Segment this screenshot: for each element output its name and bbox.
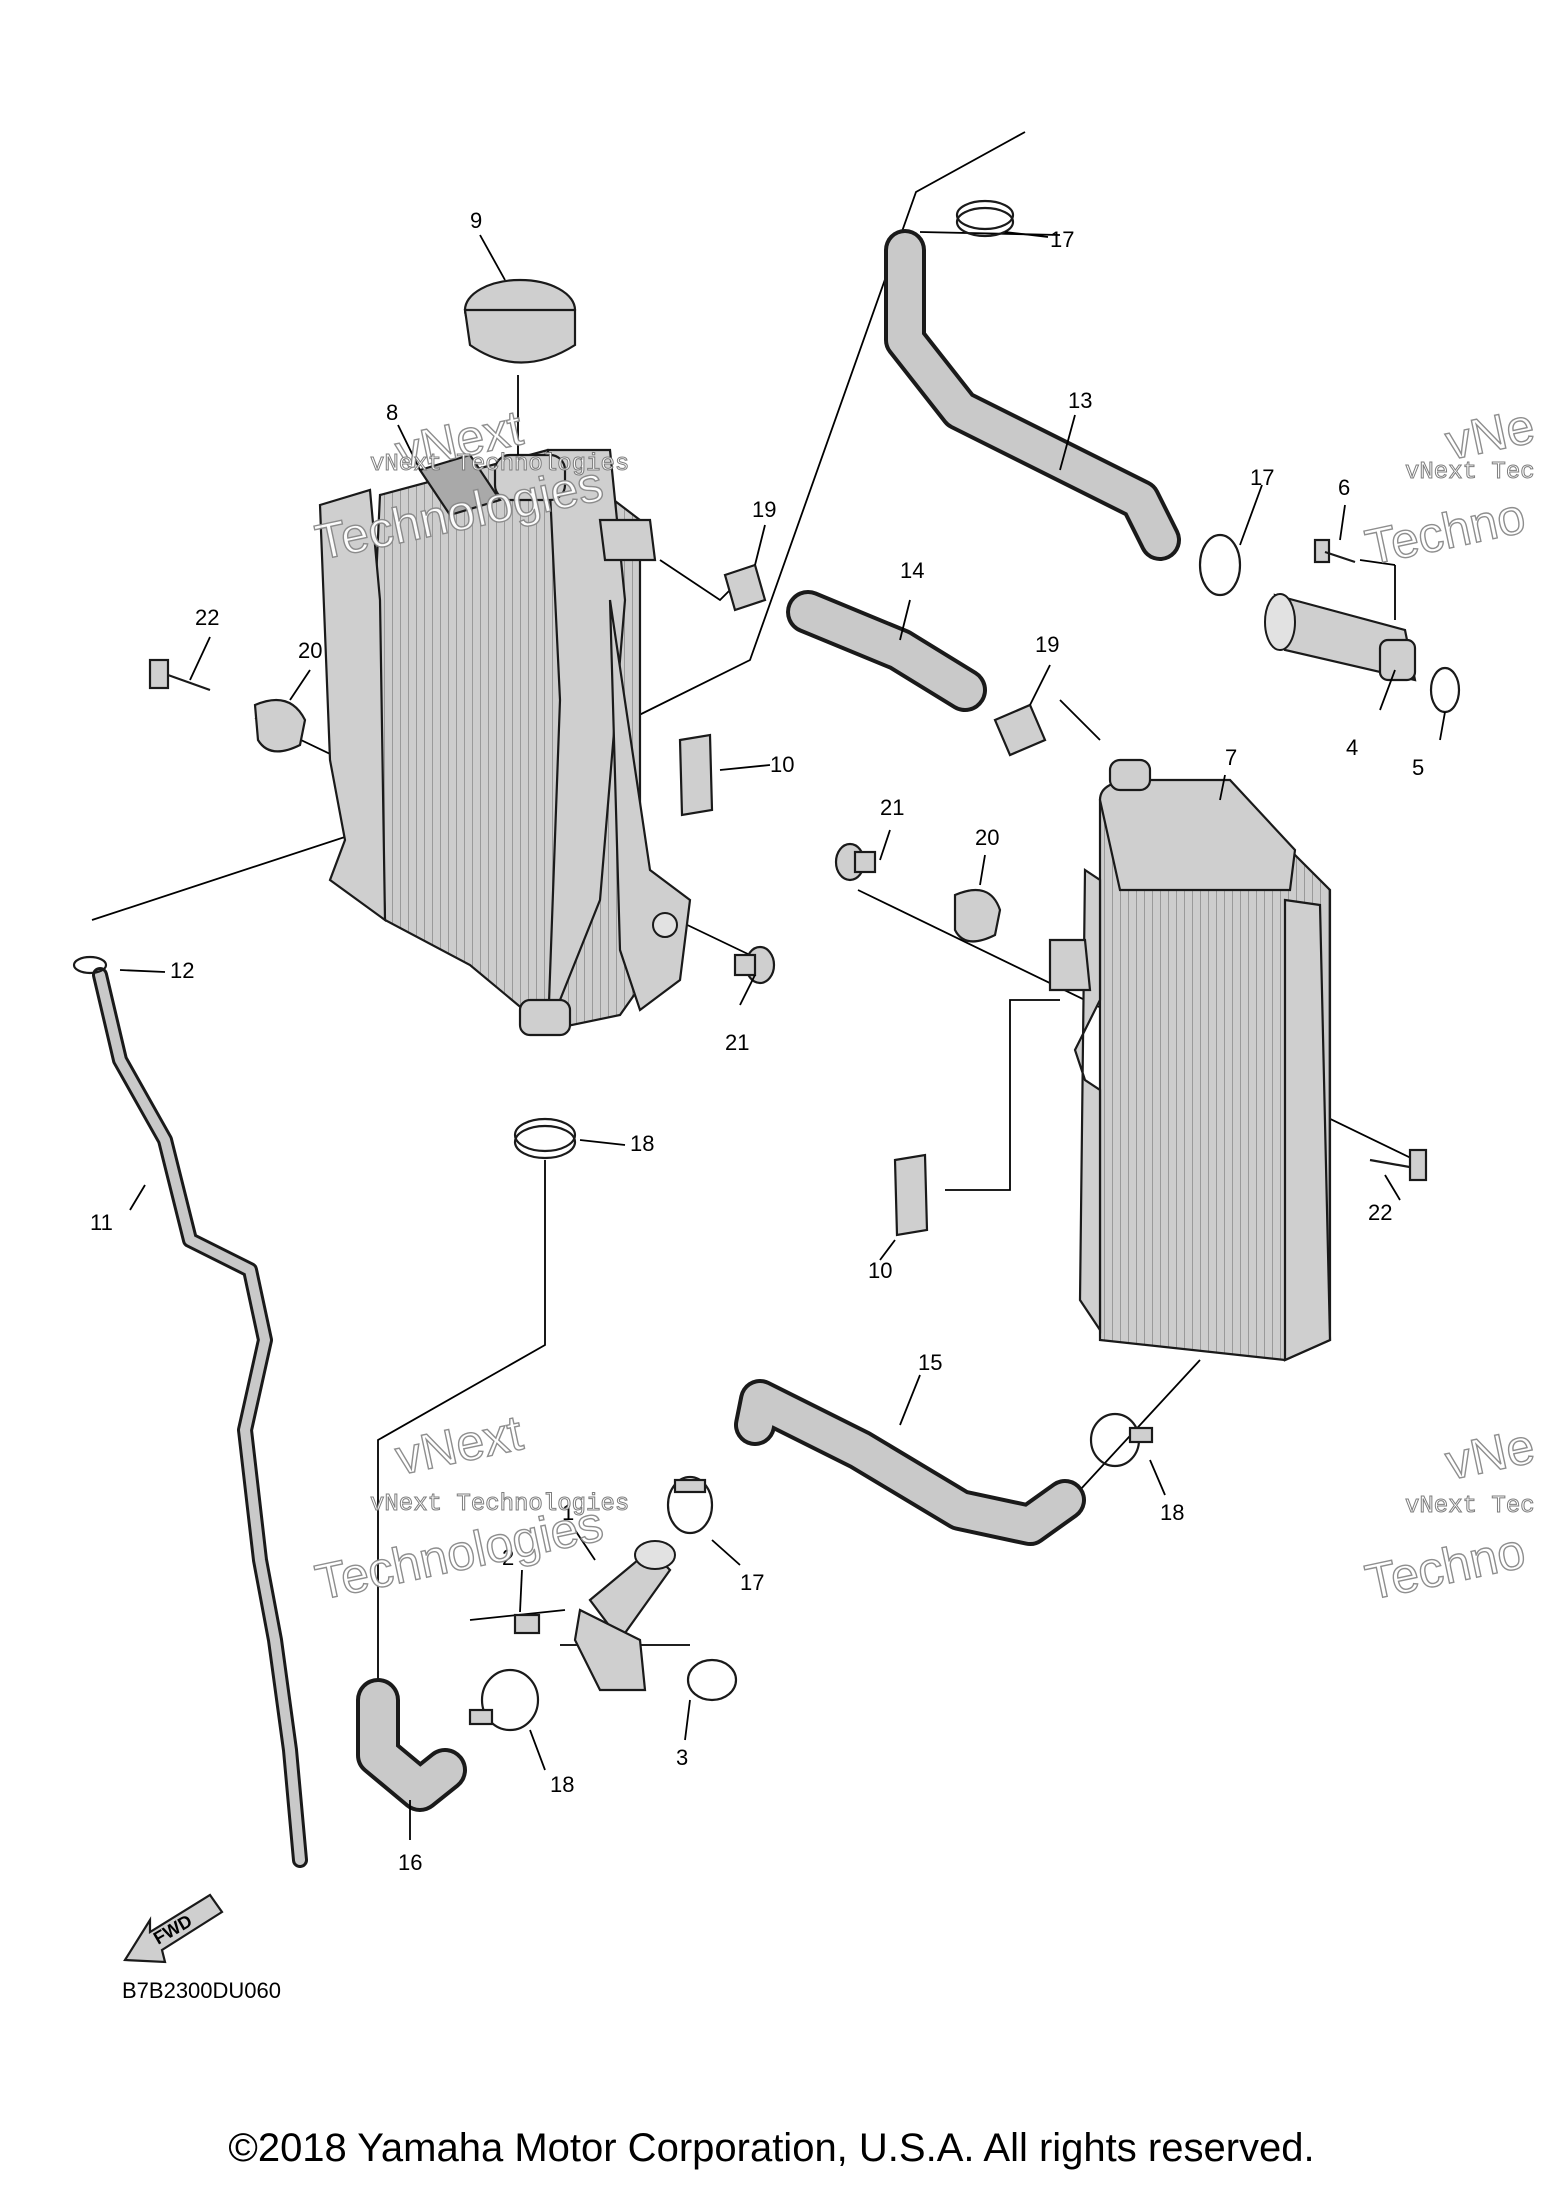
clamp-18-right — [1089, 1412, 1154, 1468]
bolt-22-left — [148, 658, 211, 692]
o-ring-5 — [1429, 666, 1461, 714]
callout-21-mid: 21 — [880, 795, 904, 820]
callout-8: 8 — [386, 400, 398, 425]
damper-10-right — [893, 1153, 929, 1237]
callout-9: 9 — [470, 208, 482, 233]
callout-20-left: 20 — [298, 638, 322, 663]
grommet-19-mid — [993, 703, 1047, 757]
callout-11: 11 — [90, 1210, 113, 1235]
svg-text:Techno: Techno — [1361, 487, 1530, 575]
hose-11 — [92, 967, 308, 1868]
clamp-18-low — [468, 1668, 540, 1732]
watermark-top-right: vNe vNext Tec Techno — [1360, 397, 1540, 577]
bolt-6 — [1313, 538, 1356, 564]
callout-19-top: 19 — [752, 497, 776, 522]
callout-10-top: 10 — [770, 752, 794, 777]
callout-4: 4 — [1346, 735, 1358, 760]
callout-18-right: 18 — [1160, 1500, 1184, 1525]
damper-20-left — [253, 698, 307, 753]
callout-numbers: 9 8 17 13 17 6 19 14 22 20 19 4 5 10 7 2… — [90, 208, 1424, 1875]
grommet-19-top — [723, 563, 767, 612]
callout-12: 12 — [170, 958, 194, 983]
callout-10-low: 10 — [868, 1258, 892, 1283]
hose-16 — [356, 1678, 467, 1812]
callout-5: 5 — [1412, 755, 1424, 780]
clamp-17-low — [666, 1475, 714, 1535]
callout-17-mid: 17 — [1250, 465, 1274, 490]
diagram-code: B7B2300DU060 — [122, 1978, 282, 2003]
svg-text:vNext Technologies: vNext Technologies — [370, 1491, 629, 1518]
callout-22-left: 22 — [195, 605, 219, 630]
svg-text:vNext Tec: vNext Tec — [1405, 1493, 1535, 1520]
callout-15: 15 — [918, 1350, 942, 1375]
callout-18-low: 18 — [550, 1772, 574, 1797]
watermark-bottom-left: vNext vNext Technologies Technologies — [310, 1404, 630, 1612]
callout-6: 6 — [1338, 475, 1350, 500]
callout-3: 3 — [676, 1745, 688, 1770]
callout-21-low: 21 — [725, 1030, 749, 1055]
callout-7: 7 — [1225, 745, 1237, 770]
callout-16: 16 — [398, 1850, 422, 1875]
callout-22-right: 22 — [1368, 1200, 1392, 1225]
clamp-17-top — [955, 199, 1015, 238]
callout-2: 2 — [502, 1545, 514, 1570]
pipe-joint — [1264, 593, 1417, 682]
radiator-cap — [463, 278, 577, 364]
bolt-22-right — [1369, 1148, 1428, 1182]
collar-21-left — [733, 945, 776, 985]
collar-21-right — [834, 842, 877, 882]
svg-text:vNext: vNext — [391, 1404, 528, 1485]
clamp-17-mid — [1198, 533, 1242, 597]
callout-14: 14 — [900, 558, 924, 583]
bolt-2 — [513, 1613, 541, 1635]
svg-text:vNext Technologies: vNext Technologies — [370, 451, 629, 478]
left-radiator — [318, 448, 692, 1037]
callout-18-top: 18 — [630, 1131, 654, 1156]
callout-1: 1 — [562, 1500, 574, 1525]
water-pipe-assembly — [573, 1540, 676, 1692]
damper-10-left — [678, 733, 714, 817]
clamp-18-top — [513, 1117, 577, 1160]
svg-text:vNext Tec: vNext Tec — [1405, 459, 1535, 486]
callout-17-low: 17 — [740, 1570, 764, 1595]
callout-20-mid: 20 — [975, 825, 999, 850]
hose-13 — [884, 229, 1181, 561]
copyright-notice: ©2018 Yamaha Motor Corporation, U.S.A. A… — [228, 2126, 1315, 2170]
clip-12 — [72, 955, 108, 975]
watermark-bottom-right: vNe vNext Tec Techno — [1360, 1417, 1540, 1612]
o-ring-3 — [686, 1658, 738, 1702]
hose-14 — [786, 590, 987, 712]
right-radiator — [1048, 758, 1332, 1362]
callout-17-top: 17 — [1050, 227, 1074, 252]
fwd-arrow-icon: FWD — [123, 1893, 224, 1964]
callout-13: 13 — [1068, 388, 1092, 413]
callout-ticks — [119, 231, 1446, 1840]
svg-text:vNe: vNe — [1441, 1417, 1540, 1490]
hose-15 — [734, 1379, 1086, 1546]
callout-19-mid: 19 — [1035, 632, 1059, 657]
damper-20-right — [953, 888, 1002, 943]
svg-text:Techno: Techno — [1361, 1522, 1530, 1610]
